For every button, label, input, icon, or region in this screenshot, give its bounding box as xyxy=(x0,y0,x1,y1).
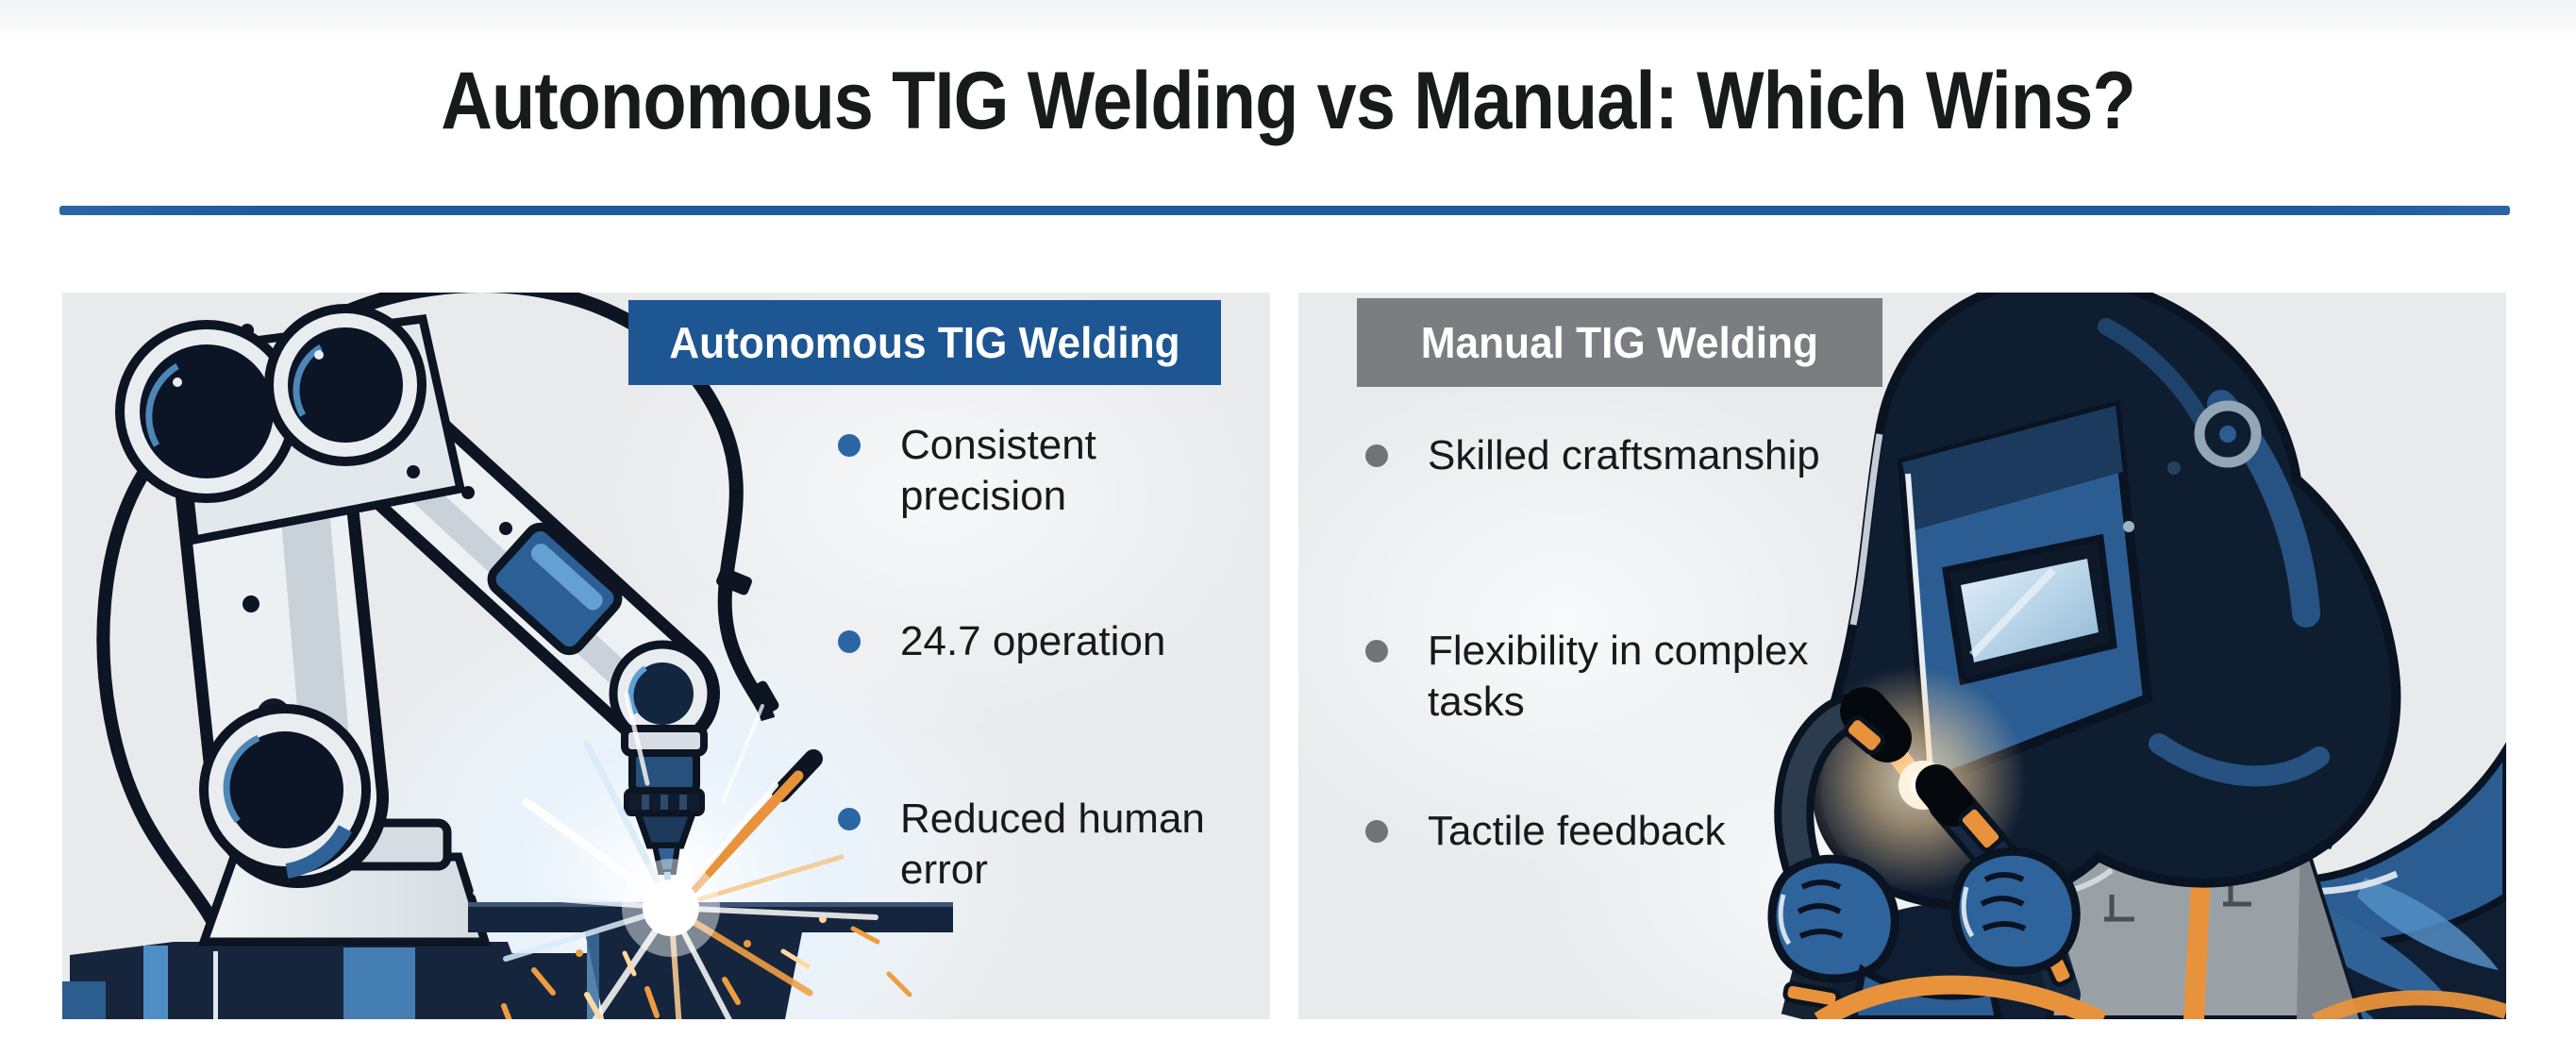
manual-welder-illustration xyxy=(1767,293,2506,1019)
bullet-item: 24.7 operation xyxy=(838,616,1165,667)
filler-rod xyxy=(687,749,823,895)
robot-cables xyxy=(96,293,779,951)
bullet-text: Tactile feedback xyxy=(1428,808,1726,854)
bullet-dot-icon xyxy=(838,630,861,653)
bullet-item: Consistent precision xyxy=(838,420,1251,522)
manual-header: Manual TIG Welding xyxy=(1357,298,1882,387)
bullet-item: Skilled craftsmanship xyxy=(1365,430,1820,481)
robot-shoulder-joints xyxy=(115,304,466,545)
top-shade xyxy=(0,0,2576,43)
bullet-item: Reduced human error xyxy=(838,794,1251,896)
welder-gloves xyxy=(1767,846,2081,1019)
autonomous-header: Autonomous TIG Welding xyxy=(628,300,1221,385)
bullet-text: Skilled craftsmanship xyxy=(1428,432,1820,478)
bullet-dot-icon xyxy=(1365,640,1388,662)
bullet-dot-icon xyxy=(1365,444,1388,467)
bullet-text: Flexibility in complex tasks xyxy=(1428,628,1809,725)
bullet-item: Tactile feedback xyxy=(1365,806,1726,857)
bullet-dot-icon xyxy=(838,808,861,830)
bullet-dot-icon xyxy=(1365,820,1388,843)
robot-torch xyxy=(609,640,716,897)
bullet-dot-icon xyxy=(838,434,861,457)
welding-sparks xyxy=(473,692,912,1019)
torch-cable xyxy=(1814,975,2506,1019)
panel-autonomous: Autonomous TIG Welding Consistent precis… xyxy=(62,293,1270,1019)
bullet-text: Consistent precision xyxy=(900,422,1096,519)
title-divider xyxy=(59,206,2510,215)
autonomous-bullet-list: Consistent precision 24.7 operation Redu… xyxy=(838,293,1251,1019)
bullet-text: Reduced human error xyxy=(900,796,1205,893)
bullet-text: 24.7 operation xyxy=(900,618,1166,664)
visor-window xyxy=(1961,559,2099,662)
panel-manual: Manual TIG Welding Skilled craftsmanship… xyxy=(1298,293,2506,1019)
bullet-item: Flexibility in complex tasks xyxy=(1365,626,1824,728)
manual-header-label: Manual TIG Welding xyxy=(1420,318,1819,367)
robot-elbow-joint xyxy=(199,704,371,879)
page-title: Autonomous TIG Welding vs Manual: Which … xyxy=(441,56,2135,146)
robot-welding-arm-illustration xyxy=(62,293,1006,1019)
manual-bullet-list: Skilled craftsmanship Flexibility in com… xyxy=(1365,293,1978,1019)
autonomous-header-label: Autonomous TIG Welding xyxy=(669,318,1180,367)
